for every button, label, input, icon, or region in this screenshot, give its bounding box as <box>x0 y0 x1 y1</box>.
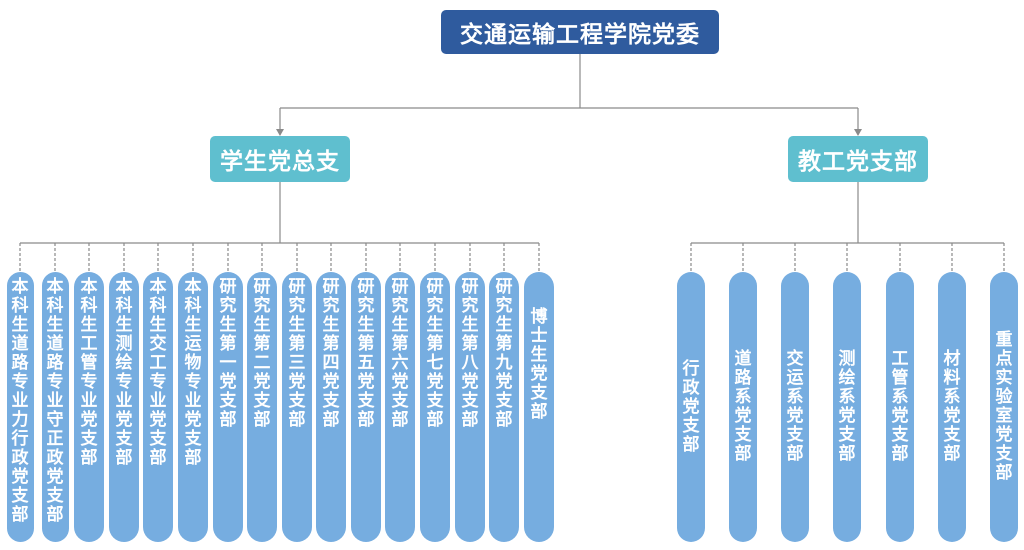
branch-student-6: 本科生运物专业党支部 <box>178 272 208 542</box>
branch-student-15: 研究生第九党支部 <box>489 272 519 542</box>
student-arrow-icon <box>276 129 284 136</box>
branch-student-2: 本科生道路专业守正政党支部 <box>41 272 69 542</box>
group-staff-label: 教工党支部 <box>798 149 918 175</box>
branch-label: 本科生道路专业守正政党支部 <box>46 277 64 525</box>
branch-student-11: 研究生第五党支部 <box>351 272 381 542</box>
branch-label: 研究生第四党支部 <box>322 277 340 430</box>
staff-arrow-icon <box>854 129 862 136</box>
branch-student-14: 研究生第八党支部 <box>455 272 485 542</box>
branch-label: 本科生道路专业力行政党支部 <box>11 277 29 525</box>
branch-student-12: 研究生第六党支部 <box>385 272 415 542</box>
branch-label: 研究生第三党支部 <box>288 277 306 430</box>
branch-staff-1: 行政党支部 <box>677 272 705 542</box>
branch-label: 工管系党支部 <box>891 349 909 464</box>
branch-label: 研究生第九党支部 <box>495 277 513 430</box>
branch-label: 测绘系党支部 <box>838 349 856 464</box>
branch-staff-2: 道路系党支部 <box>729 272 757 542</box>
branch-label: 研究生第七党支部 <box>426 277 444 430</box>
branch-staff-5: 工管系党支部 <box>886 272 914 542</box>
branch-label: 研究生第五党支部 <box>357 277 375 430</box>
branch-student-8: 研究生第二党支部 <box>247 272 277 542</box>
branch-staff-3: 交运系党支部 <box>781 272 809 542</box>
group-student: 学生党总支 <box>210 136 350 182</box>
branch-student-13: 研究生第七党支部 <box>420 272 450 542</box>
branch-staff-7: 重点实验室党支部 <box>990 272 1018 542</box>
branch-label: 研究生第八党支部 <box>461 277 479 430</box>
branch-label: 行政党支部 <box>682 358 700 455</box>
branch-staff-4: 测绘系党支部 <box>833 272 861 542</box>
branch-label: 重点实验室党支部 <box>995 330 1013 483</box>
branch-label: 博士生党支部 <box>530 307 548 422</box>
branch-label: 本科生工管专业党支部 <box>80 277 98 468</box>
group-student-label: 学生党总支 <box>220 149 340 175</box>
branch-student-7: 研究生第一党支部 <box>213 272 243 542</box>
branch-label: 研究生第二党支部 <box>253 277 271 430</box>
branch-student-1: 本科生道路专业力行政党支部 <box>6 272 34 542</box>
branch-label: 本科生测绘专业党支部 <box>115 277 133 468</box>
branch-student-3: 本科生工管专业党支部 <box>74 272 104 542</box>
branch-staff-6: 材料系党支部 <box>938 272 966 542</box>
root-label: 交通运输工程学院党委 <box>460 22 700 48</box>
group-staff: 教工党支部 <box>788 136 928 182</box>
branch-label: 本科生交工专业党支部 <box>149 277 167 468</box>
branch-student-9: 研究生第三党支部 <box>282 272 312 542</box>
branch-label: 研究生第一党支部 <box>219 277 237 430</box>
branch-label: 材料系党支部 <box>943 349 961 464</box>
branch-student-10: 研究生第四党支部 <box>316 272 346 542</box>
branch-label: 道路系党支部 <box>734 349 752 464</box>
root-node: 交通运输工程学院党委 <box>441 10 719 54</box>
branch-label: 研究生第六党支部 <box>391 277 409 430</box>
branch-label: 本科生运物专业党支部 <box>184 277 202 468</box>
branch-label: 交运系党支部 <box>786 349 804 464</box>
branch-student-4: 本科生测绘专业党支部 <box>109 272 139 542</box>
branch-student-16: 博士生党支部 <box>524 272 554 542</box>
branch-student-5: 本科生交工专业党支部 <box>143 272 173 542</box>
